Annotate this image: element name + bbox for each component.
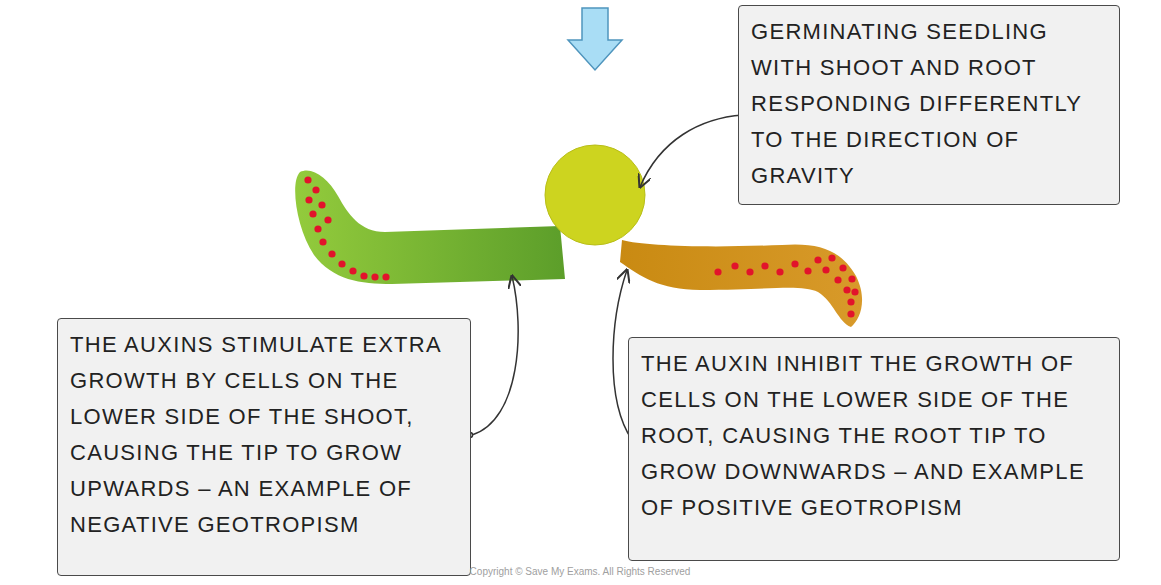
leader-line bbox=[472, 276, 518, 435]
auxin-dot bbox=[804, 267, 811, 274]
auxin-dot bbox=[843, 286, 850, 293]
auxin-dot bbox=[828, 254, 835, 261]
callout-text: THE AUXIN INHIBIT THE GROWTH OF CELLS ON… bbox=[641, 346, 1113, 526]
gravity-arrow bbox=[568, 8, 622, 70]
auxin-dot bbox=[839, 264, 846, 271]
auxin-dot bbox=[761, 262, 768, 269]
auxin-dot bbox=[848, 275, 855, 282]
auxin-dot bbox=[776, 268, 783, 275]
auxin-dot bbox=[328, 250, 335, 257]
auxin-dot bbox=[847, 310, 854, 317]
auxin-dot bbox=[318, 201, 325, 208]
auxin-dot bbox=[822, 266, 829, 273]
leader-line bbox=[640, 115, 743, 187]
auxin-dot bbox=[360, 272, 367, 279]
auxin-dot bbox=[791, 260, 798, 267]
auxin-dot bbox=[834, 276, 841, 283]
shoot bbox=[295, 170, 565, 284]
auxin-dot bbox=[314, 225, 321, 232]
auxin-dot bbox=[382, 273, 389, 280]
auxin-dot bbox=[714, 268, 721, 275]
auxin-dot bbox=[847, 298, 854, 305]
auxin-dot bbox=[338, 260, 345, 267]
seed bbox=[545, 145, 645, 245]
auxin-dot bbox=[305, 196, 312, 203]
callout-box: GERMINATING SEEDLING WITH SHOOT AND ROOT… bbox=[738, 5, 1120, 205]
auxin-dot bbox=[349, 267, 356, 274]
auxin-dot bbox=[746, 268, 753, 275]
auxin-dot bbox=[851, 288, 858, 295]
auxin-dot bbox=[324, 216, 331, 223]
copyright-note: Copyright © Save My Exams. All Rights Re… bbox=[470, 566, 691, 577]
auxin-dot bbox=[371, 273, 378, 280]
auxin-dot bbox=[304, 176, 311, 183]
auxin-dot bbox=[731, 262, 738, 269]
callout-box: THE AUXINS STIMULATE EXTRA GROWTH BY CEL… bbox=[57, 318, 471, 576]
callout-text: THE AUXINS STIMULATE EXTRA GROWTH BY CEL… bbox=[70, 327, 464, 543]
callout-box: THE AUXIN INHIBIT THE GROWTH OF CELLS ON… bbox=[628, 337, 1120, 561]
auxin-dot bbox=[312, 186, 319, 193]
callout-text: GERMINATING SEEDLING WITH SHOOT AND ROOT… bbox=[751, 14, 1113, 194]
auxin-dot bbox=[319, 238, 326, 245]
root bbox=[620, 240, 862, 327]
auxin-dot bbox=[309, 210, 316, 217]
auxin-dot bbox=[814, 256, 821, 263]
